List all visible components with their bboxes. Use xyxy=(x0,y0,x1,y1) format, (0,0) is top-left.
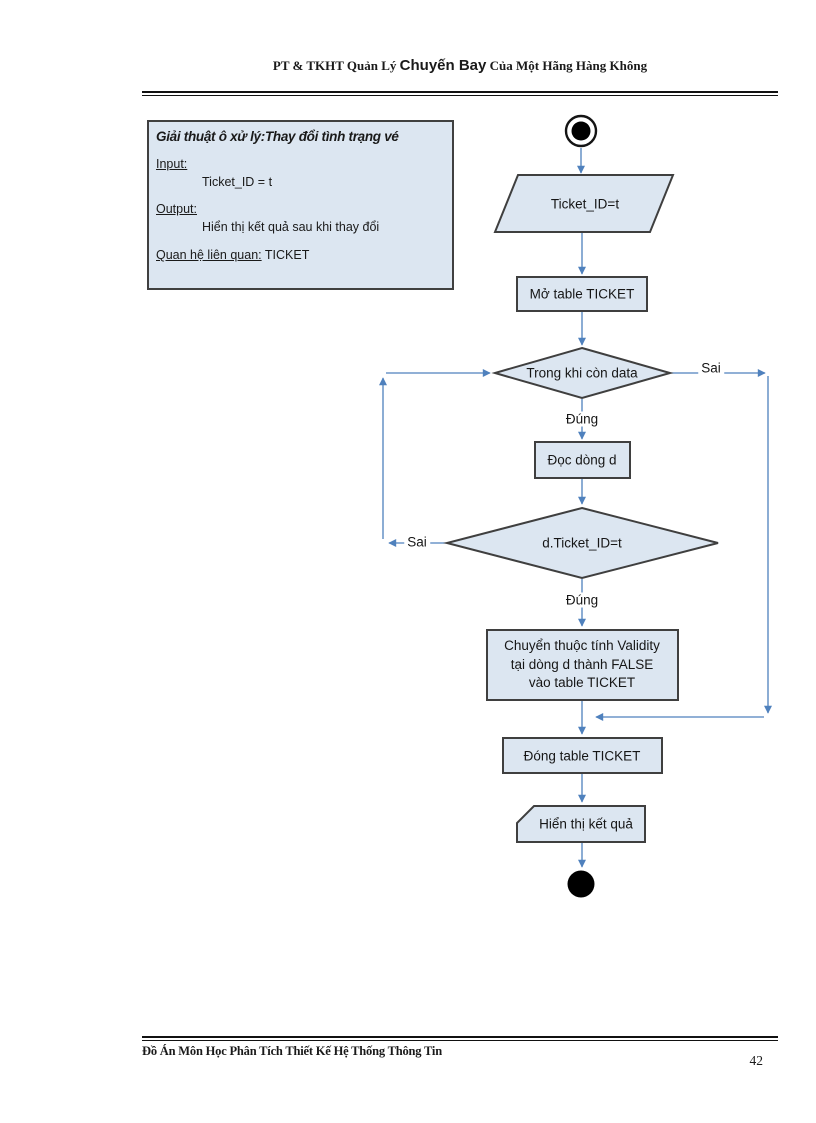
match-condition-label: d.Ticket_ID=t xyxy=(542,535,622,551)
read-row-rect xyxy=(534,441,631,479)
input-parallelogram xyxy=(493,174,675,233)
output-value: Hiển thị kết quả sau khi thay đổi xyxy=(202,220,380,234)
update-action-label: Chuyển thuộc tính Validity tại dòng d th… xyxy=(504,637,660,693)
footer-project-title: Đồ Án Môn Học Phân Tích Thiết Kế Hệ Thốn… xyxy=(142,1044,442,1058)
loop-false-label: Sai xyxy=(698,360,724,376)
close-table-label: Đóng table TICKET xyxy=(523,748,641,764)
algorithm-info-box: Giải thuật ô xử lý:Thay đổi tình trạng v… xyxy=(147,120,454,290)
match-false-label: Sai xyxy=(404,534,430,550)
output-label: Output: xyxy=(156,202,197,216)
relation-label: Quan hệ liên quan: xyxy=(156,248,262,262)
shape-group xyxy=(443,174,719,843)
open-table-rect xyxy=(516,276,648,312)
update-action-line3: vào table TICKET xyxy=(528,675,636,691)
open-table-label: Mở table TICKET xyxy=(529,286,635,302)
input-value: Ticket_ID = t xyxy=(202,175,273,189)
header-title-part3: Của Một Hãng Hàng Không xyxy=(486,58,648,73)
footer-rule xyxy=(142,1036,778,1041)
display-result-label: Hiển thị kết quả xyxy=(539,816,633,832)
footer-page-number: 42 xyxy=(749,1053,764,1068)
input-label: Input: xyxy=(156,157,188,171)
update-action-line2: tại dòng d thành FALSE xyxy=(510,656,654,672)
loop-condition-label: Trong khi còn data xyxy=(526,365,638,381)
read-row-label: Đọc dòng d xyxy=(547,452,617,468)
end-node xyxy=(567,870,595,898)
display-result-shape xyxy=(516,805,646,843)
header-title-part1: PT & TKHT Quản Lý xyxy=(272,58,400,73)
update-action-rect xyxy=(486,629,679,701)
header-title-part2: Chuyến Bay xyxy=(399,57,487,74)
algorithm-title: Giải thuật ô xử lý:Thay đổi tình trạng v… xyxy=(156,129,399,144)
loop-condition-diamond xyxy=(491,346,674,400)
match-condition-diamond xyxy=(443,506,719,580)
loop-true-label: Đúng xyxy=(562,411,602,427)
page-header-title: PT & TKHT Quản Lý Chuyến Bay Của Một Hãn… xyxy=(142,57,778,75)
close-table-rect xyxy=(502,737,663,774)
relation-row: Quan hệ liên quan: TICKET xyxy=(156,248,446,262)
relation-value: TICKET xyxy=(261,248,310,262)
update-action-line1: Chuyển thuộc tính Validity xyxy=(504,638,660,654)
header-rule xyxy=(142,91,778,96)
match-true-label: Đúng xyxy=(562,592,602,608)
start-node-core xyxy=(571,121,591,141)
input-parallelogram-label: Ticket_ID=t xyxy=(550,196,620,212)
